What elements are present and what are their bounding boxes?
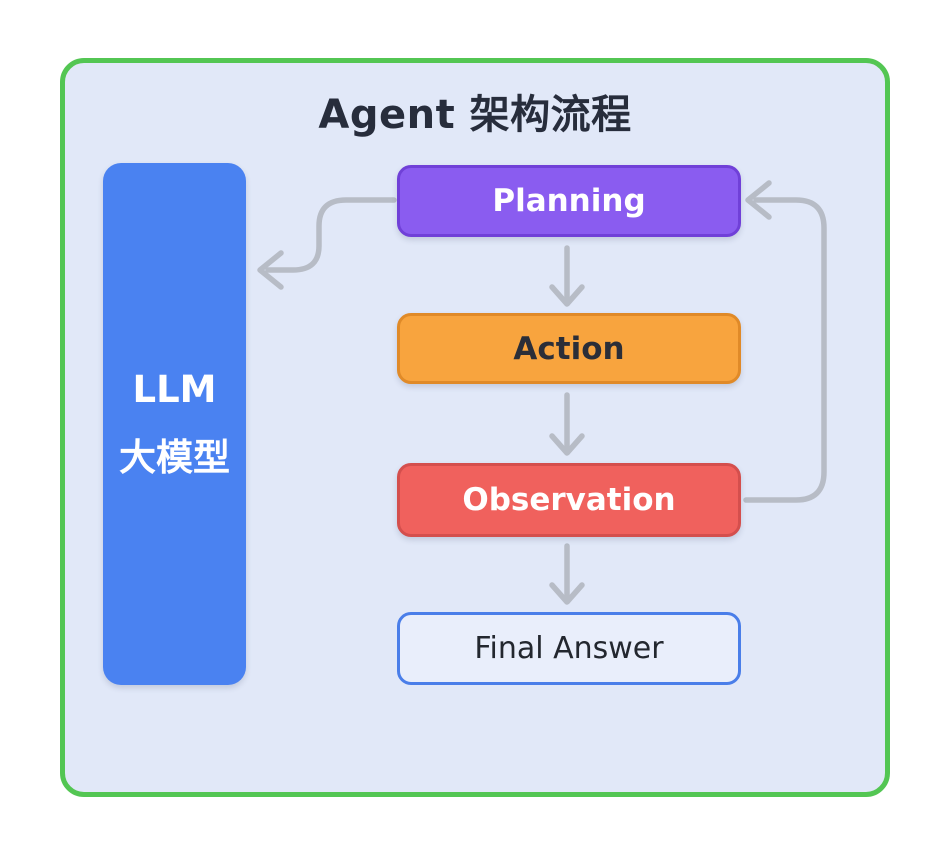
node-llm-label-line2: 大模型 <box>119 435 230 479</box>
node-observation-label: Observation <box>462 482 676 518</box>
node-llm: LLM 大模型 <box>103 163 246 685</box>
node-planning: Planning <box>397 165 741 237</box>
node-llm-label-line1: LLM <box>132 367 217 411</box>
node-final-answer: Final Answer <box>397 612 741 685</box>
node-planning-label: Planning <box>492 183 646 219</box>
diagram-title: Agent 架构流程 <box>318 92 632 138</box>
node-action: Action <box>397 313 741 384</box>
node-observation: Observation <box>397 463 741 537</box>
node-final-answer-label: Final Answer <box>474 631 664 666</box>
node-action-label: Action <box>513 330 625 367</box>
